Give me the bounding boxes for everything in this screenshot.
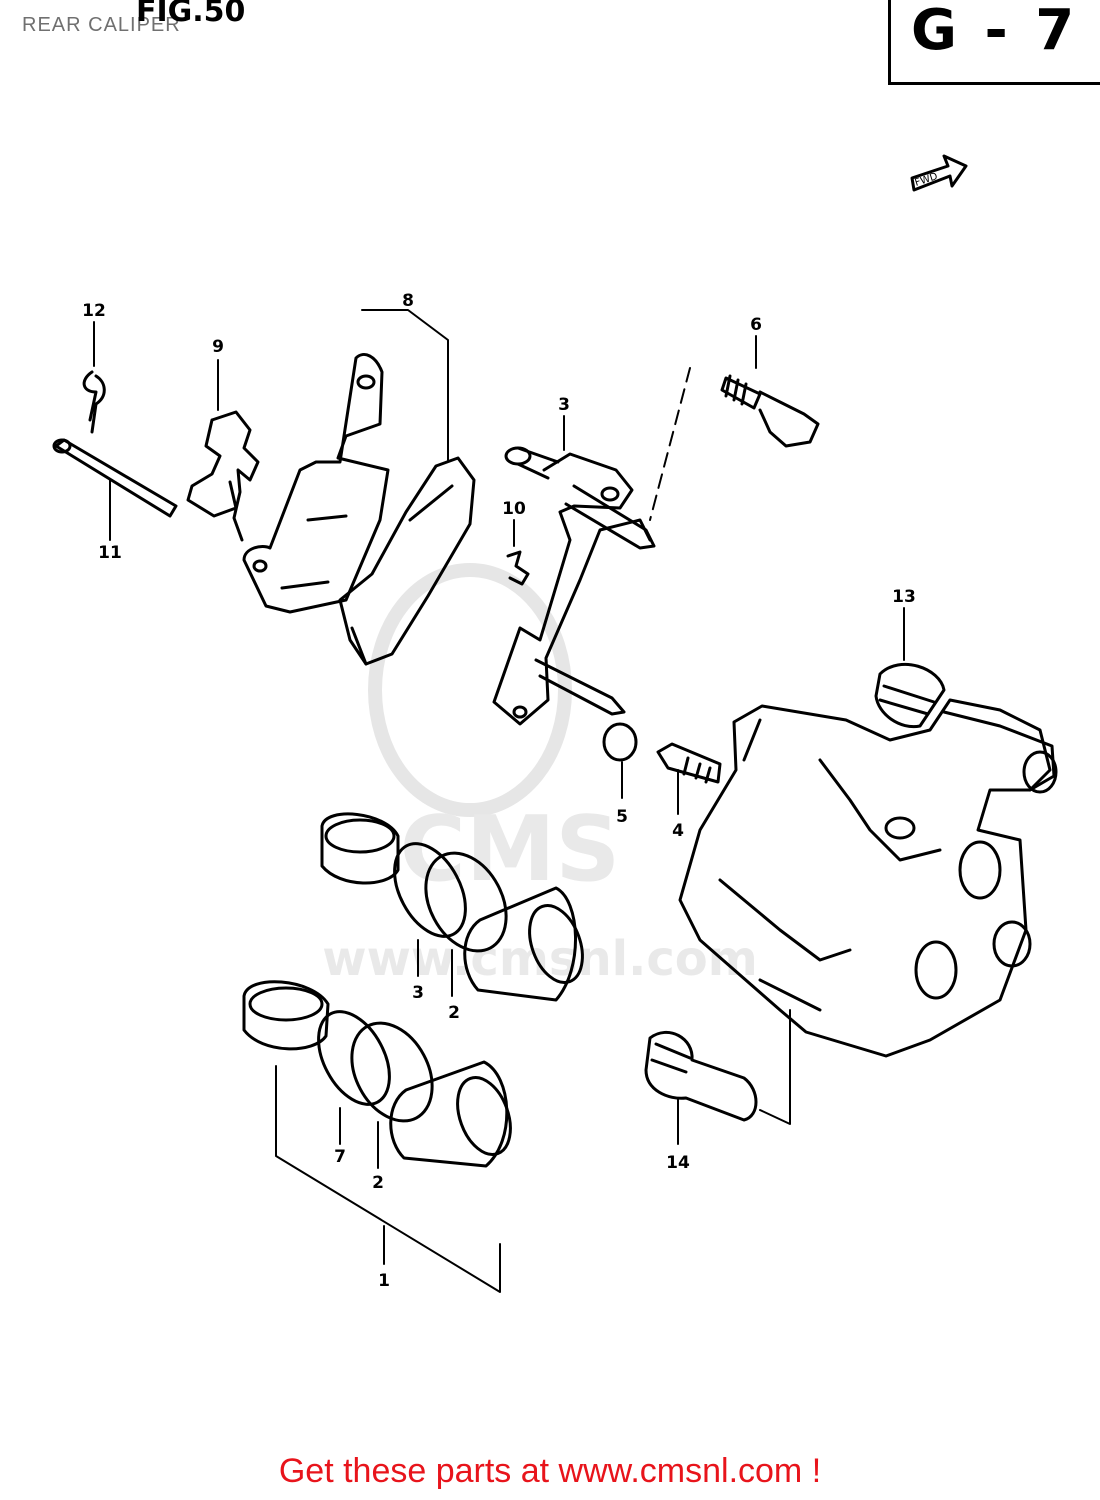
forward-arrow-icon: FWD [910,154,968,192]
callout-2-upper: 2 [448,1003,460,1023]
callout-2-lower: 2 [372,1173,384,1193]
lower-piston-set [242,980,512,1293]
part-6-clip [506,519,530,586]
part-11-bracket [492,415,656,726]
callout-3-lower: 7 [334,1147,346,1167]
callout-8: 12 [82,301,106,321]
part-12-bleeder [656,742,722,815]
callout-3-upper: 3 [412,983,424,1003]
callout-6: 10 [502,499,526,519]
part-14-bolt [649,335,820,521]
callout-11: 3 [558,395,570,415]
callout-7: 11 [98,543,122,563]
part-4-pads [242,309,476,666]
callout-10: 14 [666,1153,690,1173]
callout-1: 1 [378,1271,390,1291]
page-code-box: G - 7 [888,0,1100,85]
callout-14: 6 [750,315,762,335]
callout-labels: 12 9 8 11 3 10 6 13 5 4 3 2 7 2 14 1 [82,291,916,1291]
page-code: G - 7 [911,0,1079,63]
callout-12: 4 [672,821,684,841]
part-10-pin [644,1009,791,1145]
callout-9: 13 [892,587,916,607]
figure-number: FIG.50 [136,0,246,29]
caliper-body [678,698,1058,1058]
part-5-spring [186,359,260,542]
footer-link[interactable]: Get these parts at www.cmsnl.com ! [278,1452,822,1490]
part-9-boot [874,607,946,729]
watermark: CMS www.cmsnl.com [322,563,758,987]
callout-13: 5 [616,807,628,827]
part-7-pin [52,438,178,541]
watermark-brand: CMS [400,797,620,902]
part-8-clip [82,321,106,434]
watermark-url: www.cmsnl.com [322,931,758,987]
callout-5: 9 [212,337,224,357]
upper-piston-set [320,812,584,1002]
callout-4: 8 [402,291,414,311]
diagram-title: REAR CALIPER [22,14,181,36]
part-13-cap [602,722,638,799]
